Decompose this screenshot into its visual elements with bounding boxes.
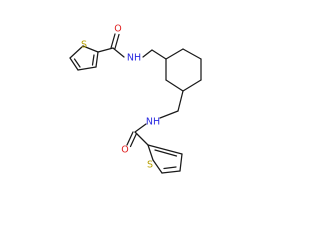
bond: [69, 45, 84, 59]
atom-labels: S O NH NH O S: [81, 24, 160, 171]
bond: [177, 90, 184, 112]
bond: [134, 131, 149, 146]
bond: [151, 49, 167, 60]
bond: [77, 66, 97, 71]
bond: [152, 159, 163, 174]
bond: [179, 153, 183, 172]
double-bond-inner: [73, 58, 81, 68]
double-bond-inner: [163, 166, 177, 170]
sulfur-atom-bottom: S: [147, 160, 153, 171]
bond: [69, 57, 79, 71]
nh-group-top: NH: [127, 53, 141, 64]
bond: [159, 110, 179, 119]
structure-diagram: S O NH NH O S: [69, 24, 202, 174]
top-amide: [97, 33, 167, 60]
bond: [182, 79, 202, 92]
top-thiophene-ring: [69, 45, 99, 71]
nh-group-bottom: NH: [146, 117, 160, 128]
bottom-thiophene-ring: [147, 144, 183, 174]
oxygen-atom-bottom: O: [121, 145, 128, 156]
carbonyl-double-bond: [126, 131, 134, 146]
carbonyl-double-bond: [114, 33, 120, 50]
cyclohexane-ring: [165, 48, 202, 92]
bond: [182, 48, 202, 60]
bond: [134, 123, 147, 133]
bond: [82, 45, 99, 53]
bond: [112, 47, 125, 58]
carbonyl-double-bond: [129, 132, 138, 148]
sulfur-atom-top: S: [81, 40, 87, 51]
bond: [142, 49, 153, 58]
bond: [147, 144, 183, 155]
bottom-amide: [126, 90, 184, 148]
bond: [147, 144, 154, 161]
double-bond-inner: [154, 149, 178, 157]
bond: [97, 47, 114, 53]
carbonyl-double-bond: [110, 33, 116, 49]
oxygen-atom-top: O: [114, 24, 121, 35]
double-bond-inner: [91, 54, 95, 66]
bond: [161, 170, 181, 174]
bond: [95, 51, 99, 68]
bond: [165, 79, 184, 92]
bond: [165, 48, 184, 60]
